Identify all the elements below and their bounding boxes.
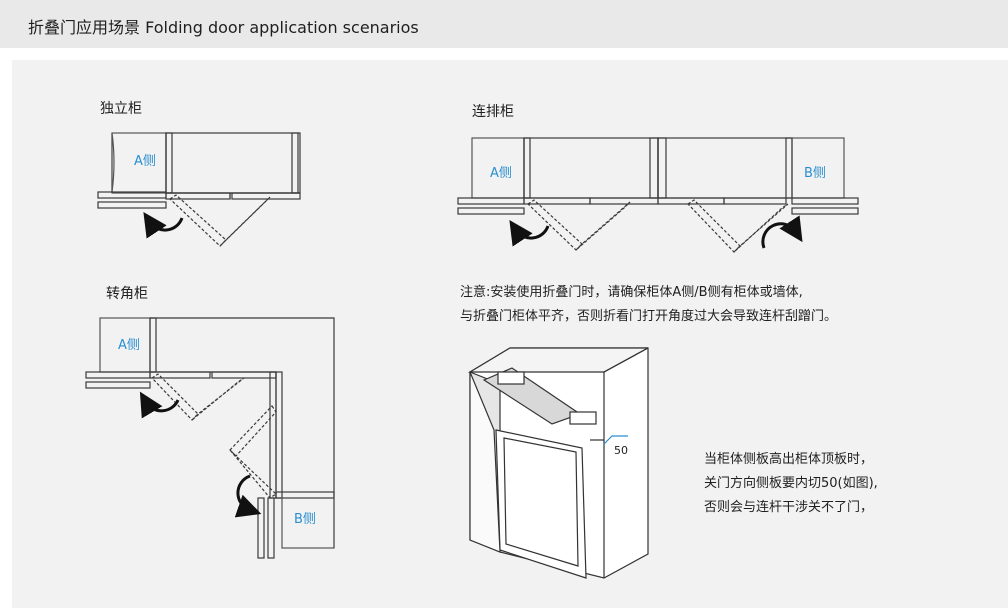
connected-diagram bbox=[457, 137, 859, 253]
standalone-title: 独立柜 bbox=[100, 101, 142, 117]
cabinet-note-line-2: 关门方向侧板要内切50(如图), bbox=[704, 476, 878, 491]
standalone-side-a-label: A侧 bbox=[134, 154, 156, 169]
corner-side-b-label: B侧 bbox=[294, 512, 316, 527]
page-title: 折叠门应用场景 Folding door application scenari… bbox=[28, 18, 419, 37]
connected-title: 连排柜 bbox=[472, 104, 514, 120]
corner-diagram bbox=[85, 317, 335, 559]
notice-line-2: 与折叠门柜体平齐，否则折看门打开角度过大会导致连杆刮蹭门。 bbox=[460, 309, 838, 324]
standalone-diagram bbox=[97, 132, 301, 247]
notice-line-1: 注意:安装使用折叠门时，请确保柜体A侧/B侧有柜体或墙体, bbox=[460, 285, 803, 300]
corner-side-a-label: A侧 bbox=[118, 338, 140, 353]
connected-side-b-label: B侧 bbox=[804, 166, 826, 181]
corner-title: 转角柜 bbox=[106, 286, 148, 302]
connected-side-a-label: A侧 bbox=[490, 166, 512, 181]
header-bar: 折叠门应用场景 Folding door application scenari… bbox=[0, 0, 1008, 48]
dimension-label: 50 bbox=[614, 444, 628, 457]
cabinet-note-line-1: 当柜体侧板高出柜体顶板时， bbox=[704, 452, 874, 467]
cabinet-note-line-3: 否则会与连杆干涉关不了门， bbox=[704, 500, 874, 515]
cabinet-3d-illustration bbox=[467, 347, 649, 579]
